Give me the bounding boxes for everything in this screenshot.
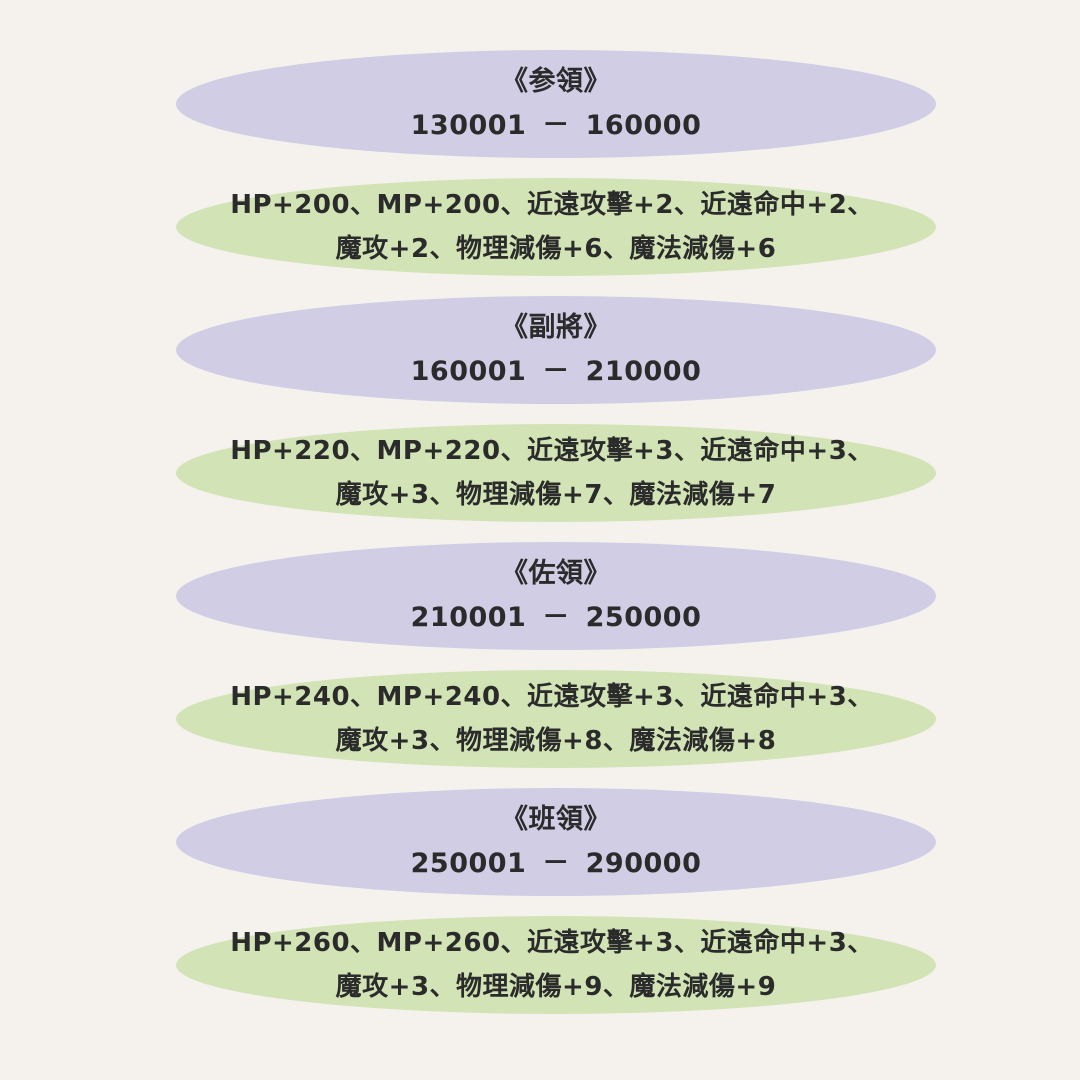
- bonus-line-2: 魔攻+2、物理減傷+6、魔法減傷+6: [335, 234, 777, 264]
- rank-range: 210001 － 250000: [410, 602, 702, 633]
- rank-range: 130001 － 160000: [410, 110, 702, 141]
- rank-pill-1: 《参領》 130001 － 160000: [176, 50, 936, 158]
- rank-title: 《佐領》: [501, 558, 611, 589]
- bonus-line-1: HP+200、MP+200、近遠攻擊+2、近遠命中+2、: [230, 190, 874, 220]
- rank-title: 《参領》: [501, 66, 611, 97]
- bonus-line-2: 魔攻+3、物理減傷+8、魔法減傷+8: [335, 726, 777, 756]
- rank-range: 160001 － 210000: [410, 356, 702, 387]
- bonus-pill-3: HP+240、MP+240、近遠攻擊+3、近遠命中+3、 魔攻+3、物理減傷+8…: [176, 670, 936, 768]
- bonus-pill-1: HP+200、MP+200、近遠攻擊+2、近遠命中+2、 魔攻+2、物理減傷+6…: [176, 178, 936, 276]
- bonus-line-1: HP+260、MP+260、近遠攻擊+3、近遠命中+3、: [230, 928, 874, 958]
- bonus-line-2: 魔攻+3、物理減傷+9、魔法減傷+9: [335, 972, 777, 1002]
- rank-pill-3: 《佐領》 210001 － 250000: [176, 542, 936, 650]
- bonus-line-2: 魔攻+3、物理減傷+7、魔法減傷+7: [335, 480, 777, 510]
- bonus-line-1: HP+220、MP+220、近遠攻擊+3、近遠命中+3、: [230, 436, 874, 466]
- rank-tier-list: 《参領》 130001 － 160000 HP+200、MP+200、近遠攻擊+…: [176, 50, 936, 1034]
- rank-pill-4: 《班領》 250001 － 290000: [176, 788, 936, 896]
- bonus-pill-2: HP+220、MP+220、近遠攻擊+3、近遠命中+3、 魔攻+3、物理減傷+7…: [176, 424, 936, 522]
- bonus-pill-4: HP+260、MP+260、近遠攻擊+3、近遠命中+3、 魔攻+3、物理減傷+9…: [176, 916, 936, 1014]
- rank-title: 《班領》: [501, 804, 611, 835]
- bonus-line-1: HP+240、MP+240、近遠攻擊+3、近遠命中+3、: [230, 682, 874, 712]
- rank-range: 250001 － 290000: [410, 848, 702, 879]
- rank-pill-2: 《副將》 160001 － 210000: [176, 296, 936, 404]
- rank-title: 《副將》: [501, 312, 611, 343]
